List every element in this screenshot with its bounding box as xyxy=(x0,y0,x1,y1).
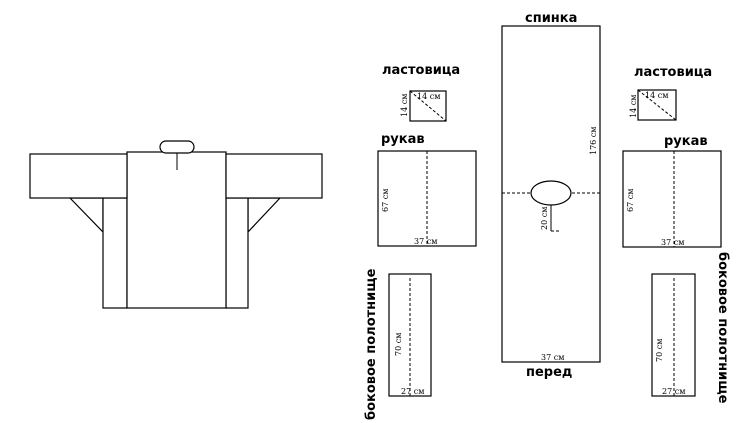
gusset-right: ластовица 14 см 14 см xyxy=(629,65,712,121)
gusset-left-diagonal xyxy=(409,90,447,122)
side-panel-left-width: 27 см xyxy=(401,387,424,396)
gusset-right-label: ластовица xyxy=(634,65,712,80)
body-width: 37 см xyxy=(541,353,564,362)
left-side-panel xyxy=(102,197,128,309)
gusset-left-label: ластовица xyxy=(382,63,460,78)
neck-opening xyxy=(530,180,572,206)
right-gusset-triangle xyxy=(247,197,282,234)
gusset-left-height: 14 см xyxy=(400,94,409,117)
side-panel-left-height: 70 см xyxy=(394,333,403,356)
sleeve-left-label: рукав xyxy=(381,132,425,147)
body-length: 176 см xyxy=(589,126,598,155)
side-panel-right-width: 27 см xyxy=(662,387,685,396)
neck-slit-length: 20 см xyxy=(540,207,549,230)
gusset-right-height: 14 см xyxy=(629,95,638,118)
sleeve-left-height: 67 см xyxy=(381,189,390,212)
back-label: спинка xyxy=(525,11,577,26)
sleeve-right-rect xyxy=(622,150,722,248)
gusset-right-width: 14 см xyxy=(645,91,668,100)
left-gusset-triangle xyxy=(68,197,104,234)
right-sleeve xyxy=(225,153,323,199)
side-panel-left-label: боковое полотнище xyxy=(364,268,379,420)
front-label: перед xyxy=(526,365,572,380)
sleeve-right: рукав 67 см 37 см xyxy=(622,134,722,248)
shirt-body xyxy=(126,151,227,309)
side-panel-right: 70 см 27 см боковое полотнище xyxy=(651,252,730,404)
sleeve-left: рукав 67 см 37 см xyxy=(377,132,477,247)
side-panel-right-height: 70 см xyxy=(655,339,664,362)
side-panel-right-label: боковое полотнище xyxy=(715,252,730,404)
sleeve-right-width: 37 см xyxy=(661,238,684,247)
sleeve-right-label: рукав xyxy=(664,134,708,149)
left-sleeve xyxy=(29,153,128,199)
sleeve-left-width: 37 см xyxy=(414,237,437,246)
collar xyxy=(159,140,195,154)
right-side-panel xyxy=(225,197,249,309)
gusset-left-width: 14 см xyxy=(417,92,440,101)
body-panel: спинка 20 см 176 см 37 см перед xyxy=(501,11,601,380)
gusset-right-diagonal xyxy=(637,89,677,121)
sleeve-right-height: 67 см xyxy=(626,189,635,212)
gusset-left: ластовица 14 см 14 см xyxy=(382,63,460,122)
side-panel-left: боковое полотнище 70 см 27 см xyxy=(364,268,432,420)
assembled-shirt xyxy=(29,140,323,309)
